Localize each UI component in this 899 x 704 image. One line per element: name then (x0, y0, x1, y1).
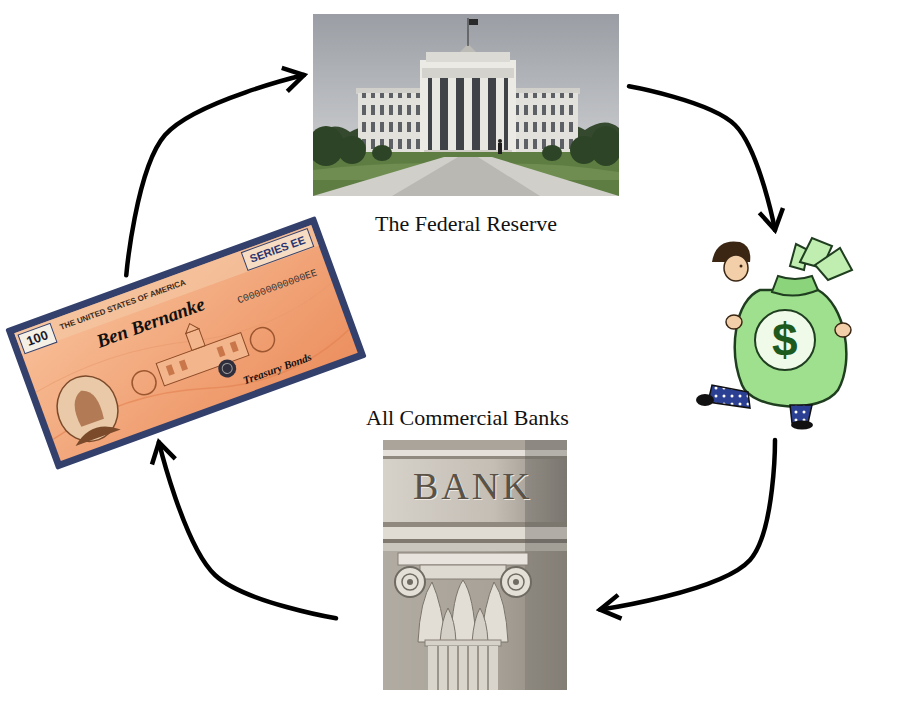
money-bag-cartoon (815, 248, 852, 280)
treasury-bond-picture (216, 357, 239, 380)
cycle-arrow (629, 86, 775, 230)
bank-photo (395, 567, 425, 597)
federal-reserve-photo (496, 78, 504, 150)
treasury-bond-picture (14, 225, 357, 461)
federal-reserve-photo (426, 52, 510, 62)
federal-reserve-photo (392, 157, 540, 196)
bank-photo (467, 646, 469, 690)
federal-reserve-photo (590, 126, 619, 166)
treasury-bond-picture (5, 216, 366, 470)
bank-photo (487, 646, 489, 690)
commercial-banks-node: All Commercial BanksBANK (345, 403, 590, 690)
money-bag-cartoon (740, 265, 743, 268)
treasury-bond-picture (179, 359, 188, 370)
bank-photo (457, 646, 459, 690)
caption: The Federal Reserve (375, 210, 557, 238)
federal-reserve-photo (542, 145, 562, 161)
money-bag-cartoon (696, 238, 852, 430)
denomination: 100 (24, 327, 50, 349)
money-bag-cartoon (791, 421, 813, 430)
federal-reserve-photo (508, 93, 578, 154)
federal-reserve-photo (498, 143, 502, 154)
treasury-bond-picture (72, 420, 121, 446)
treasury-bond-picture (5, 216, 366, 470)
treasury-bond-picture (183, 321, 199, 333)
cycle-arrow (600, 440, 775, 610)
bond-title: Treasury Bonds (241, 350, 313, 387)
heading: All Commercial Banks (366, 403, 569, 433)
money-bag-cartoon (724, 255, 748, 281)
bank-photo (477, 646, 479, 690)
bank-photo (383, 440, 567, 690)
money-bag-cartoon (726, 315, 742, 329)
bank-photo (472, 608, 488, 642)
bank-photo (407, 579, 413, 585)
bank-photo (513, 579, 519, 585)
bank-photo (402, 574, 418, 590)
money-bag-cartoon (755, 310, 815, 370)
currency-symbol: $ (772, 312, 798, 368)
treasury-bond-picture (166, 364, 175, 375)
treasury-bond-picture (241, 229, 313, 271)
federal-reserve-photo (313, 14, 619, 196)
bank-photo (383, 551, 567, 690)
federal-reserve-photo (358, 93, 428, 154)
federal-reserve-photo (464, 78, 472, 150)
serial-number: C00000000000EE (236, 267, 319, 307)
bank-photo (425, 640, 501, 646)
federal-reserve-photo (338, 136, 366, 164)
money-bag-cartoon (772, 276, 818, 296)
money-bag-node: $ (695, 240, 855, 430)
bank-photo (501, 567, 531, 597)
money-bag-cartoon (835, 323, 851, 337)
owner-name: Ben Bernanke (93, 292, 208, 352)
bank-photo (437, 646, 439, 690)
treasury-bond-picture (217, 346, 226, 357)
treasury-bond-picture (48, 367, 127, 450)
bank-photo (420, 565, 506, 579)
money-bag-cartoon (790, 405, 812, 423)
money-bag-cartoon (735, 290, 846, 406)
federal-reserve-photo (422, 68, 514, 78)
federal-reserve-photo (508, 93, 578, 154)
bank-photo (447, 646, 449, 690)
bank-photo (398, 553, 528, 565)
federal-reserve-photo (428, 78, 508, 150)
treasury-bond-picture (230, 341, 239, 352)
federal-reserve-photo (448, 78, 456, 150)
treasury-bond-picture (221, 362, 234, 375)
federal-reserve-photo (313, 14, 619, 196)
federal-reserve-photo (372, 145, 392, 161)
bank-photo (508, 574, 524, 590)
treasury-bond-picture (18, 323, 57, 353)
federal-reserve-photo (469, 19, 478, 25)
federal-reserve-node: The Federal Reserve (313, 14, 619, 240)
federal-reserve-photo (420, 60, 516, 156)
federal-reserve-photo (358, 93, 428, 154)
series-mark: SERIES EE (248, 233, 307, 266)
federal-reserve-photo (498, 139, 502, 143)
federal-reserve-photo (467, 18, 469, 46)
bank-photo (440, 608, 456, 642)
federal-reserve-photo (480, 78, 488, 150)
treasury-bond-picture (129, 367, 160, 398)
treasury-bond-picture (247, 324, 278, 355)
bank-photo (428, 646, 498, 690)
cycle-arrow (159, 442, 336, 618)
treasury-bond-node: 100THE UNITED STATES OF AMERICASERIES EE… (5, 216, 366, 470)
federal-reserve-photo (432, 78, 440, 150)
engraved-word: BANK (413, 463, 533, 509)
federal-reserve-photo (313, 157, 619, 196)
money-bag-cartoon (708, 385, 750, 408)
bank-photo (383, 440, 567, 690)
money-bag-cartoon (696, 394, 714, 406)
treasury-bond-picture (69, 386, 105, 427)
